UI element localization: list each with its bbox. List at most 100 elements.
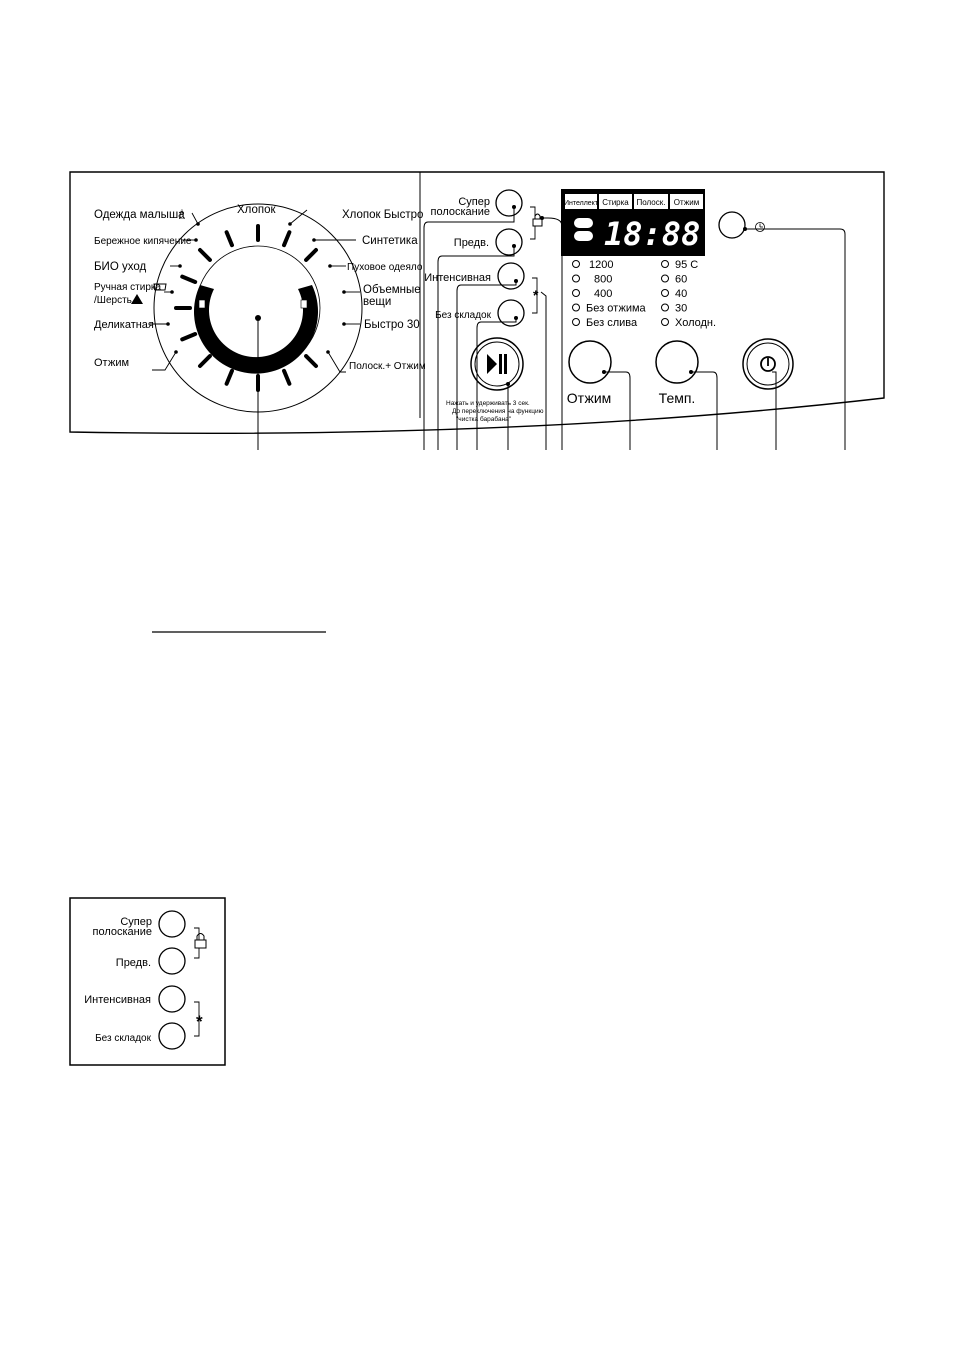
program-delicate: Деликатная <box>94 319 154 331</box>
asterisk-bracket <box>532 277 538 314</box>
dial-pointer-right <box>300 299 308 309</box>
inset-panel <box>69 897 226 1066</box>
spin-button[interactable] <box>568 340 612 384</box>
dial-tick <box>224 368 234 386</box>
inset-super-rinse-label-line2: полоскание <box>92 926 152 938</box>
super-rinse-button[interactable] <box>495 189 523 217</box>
program-baby-clothes: Одежда малыша <box>94 209 185 221</box>
program-cotton: Хлопок <box>237 204 277 216</box>
inset-no-crease-button[interactable] <box>158 1022 186 1050</box>
temp-led <box>661 289 669 297</box>
program-quick30: Быстро 30 <box>364 319 420 331</box>
program-cotton-quick: Хлопок Быстро <box>342 209 423 221</box>
temp-option-label: 40 <box>675 288 687 300</box>
spin-option-label: Без слива <box>586 317 638 329</box>
super-rinse-label-line2: полоскание <box>430 206 490 218</box>
dial-tick <box>180 274 198 284</box>
spin-option-label: 1200 <box>589 259 613 271</box>
note-text-line2: До переключения на функцию <box>452 408 544 415</box>
temp-led <box>661 318 669 326</box>
note-text-line1: Нажать и удерживать 3 сек. <box>446 400 530 407</box>
display-tab-box <box>634 194 668 209</box>
dial-leader-lines <box>150 209 360 373</box>
hand-wash-icon <box>153 283 167 291</box>
callout-dots <box>506 205 747 386</box>
dial-leader-dots <box>166 222 346 354</box>
clock-icon <box>755 222 765 232</box>
inset-no-crease-label: Без складок <box>95 1033 152 1044</box>
temperature-button-label: Темп. <box>659 390 696 406</box>
program-hand-wash: Ручная стирка <box>94 282 161 293</box>
temperature-button[interactable] <box>655 340 699 384</box>
spin-led <box>572 274 580 283</box>
display-tab-box <box>565 194 597 209</box>
inset-asterisk-bracket <box>194 1001 200 1037</box>
no-crease-label: Без складок <box>435 310 492 321</box>
inset-super-rinse-label-line1: Супер <box>120 916 152 928</box>
child-lock-icon <box>532 213 543 227</box>
program-bulky-line2: вещи <box>363 296 391 308</box>
play-pause-icon <box>487 354 507 374</box>
inset-asterisk-mark: * <box>196 1012 203 1031</box>
spin-led <box>572 260 580 268</box>
temp-option-label: 60 <box>675 274 687 286</box>
wool-icon <box>131 294 143 304</box>
dial-tick <box>304 354 318 368</box>
prewash-label: Предв. <box>454 237 489 249</box>
temp-option-label: 95 С <box>675 259 698 271</box>
dial-pointer-left <box>198 299 206 309</box>
program-duvet: Пуховое одеяло <box>347 262 423 273</box>
spin-button-label: Отжим <box>567 390 612 406</box>
panel-outline <box>69 171 885 434</box>
no-crease-button[interactable] <box>497 299 525 327</box>
inset-intensive-label: Интенсивная <box>84 994 151 1006</box>
temp-led <box>661 274 669 283</box>
dial-tick <box>304 248 318 262</box>
inset-super-rinse-button[interactable] <box>158 910 186 938</box>
display-icon-1 <box>574 218 593 228</box>
dial-tick <box>282 368 292 386</box>
dial-tick <box>224 230 234 248</box>
program-rinse-spin: Полоск.+ Отжим <box>349 361 426 372</box>
spin-option-label: 800 <box>594 274 612 286</box>
dial-ticks <box>174 224 318 392</box>
inset-intensive-button[interactable] <box>158 985 186 1013</box>
program-gentle-boil: Бережное кипячение <box>94 236 192 247</box>
asterisk-mark: * <box>533 287 539 303</box>
spin-option-label: 400 <box>594 288 612 300</box>
display-tab-box <box>599 194 632 209</box>
dial-tick <box>180 332 198 342</box>
program-spin-left: Отжим <box>94 357 129 369</box>
dial-tick <box>198 248 212 262</box>
display-tab-label: Стирка <box>602 198 629 207</box>
callout-lines <box>423 207 846 450</box>
temp-option-label: Холодн. <box>675 317 716 329</box>
power-icon <box>760 356 776 372</box>
spin-option-label: Без отжима <box>586 303 647 315</box>
intensive-button[interactable] <box>497 262 525 290</box>
display-tab-label: Полоск. <box>637 198 666 207</box>
display-time: 18:88 <box>604 215 700 253</box>
temp-option-label: 30 <box>675 303 687 315</box>
note-text-line3: "чистка барабана" <box>456 415 512 423</box>
display-icon-2 <box>574 231 593 241</box>
delay-timer-button[interactable] <box>718 211 746 239</box>
baby-icon: ♗ <box>176 207 188 222</box>
dial-black-band <box>194 285 318 374</box>
display-tab-label: Отжим <box>674 198 699 207</box>
prewash-button[interactable] <box>495 228 523 256</box>
program-dial <box>153 203 363 450</box>
intensive-label: Интенсивная <box>424 272 491 284</box>
spin-led <box>572 289 580 297</box>
inset-prewash-label: Предв. <box>116 957 151 969</box>
inset-prewash-button[interactable] <box>158 947 186 975</box>
program-bulky-line1: Объемные <box>363 284 421 296</box>
spin-led <box>572 303 580 312</box>
inset-child-lock-icon <box>194 933 207 949</box>
temp-led <box>661 260 669 268</box>
super-rinse-label-line1: Супер <box>458 196 490 208</box>
